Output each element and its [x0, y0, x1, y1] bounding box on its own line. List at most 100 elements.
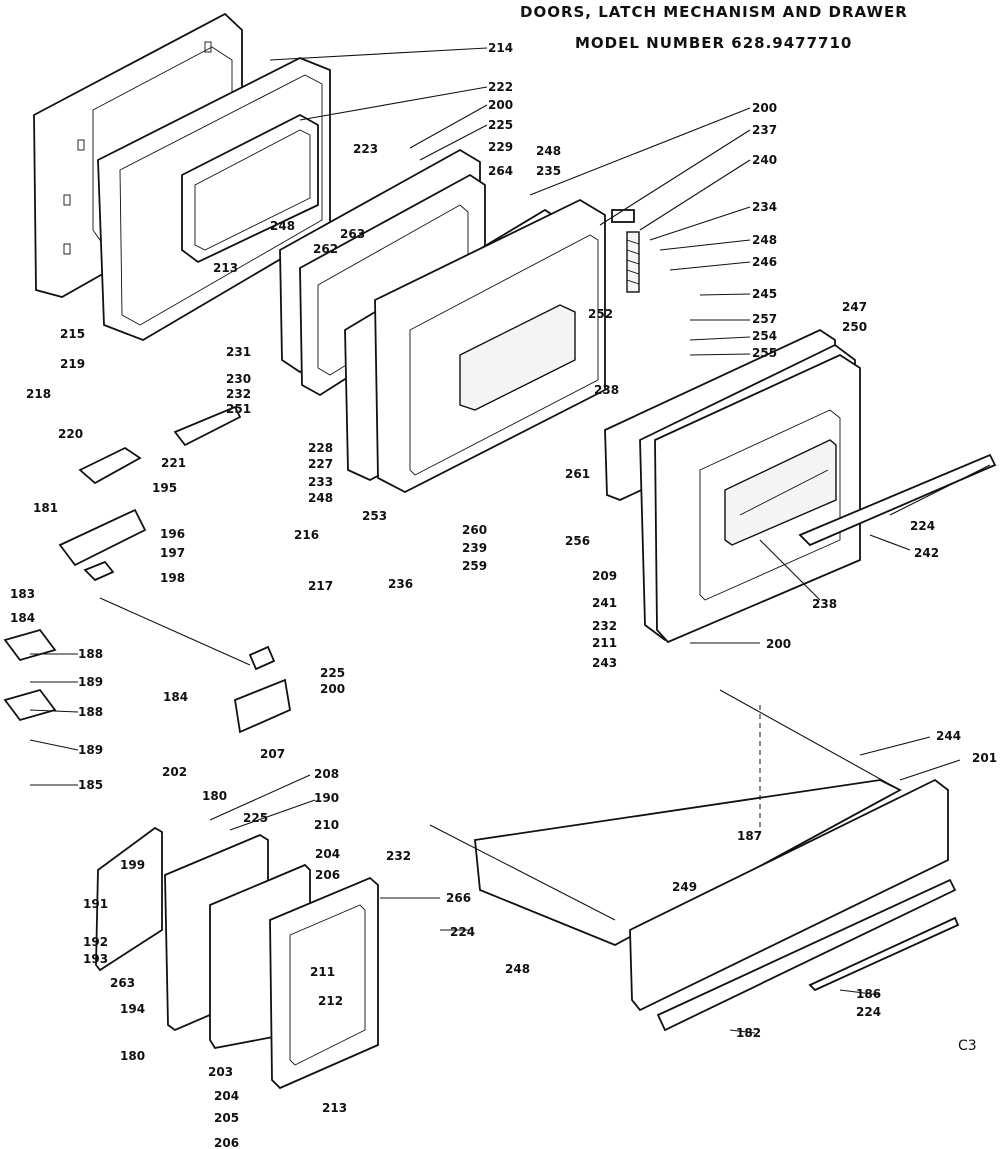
part-number-label: 227 — [308, 457, 333, 471]
part-number-label: 232 — [226, 387, 251, 401]
part-number-label: 185 — [78, 778, 103, 792]
part-number-label: 253 — [362, 509, 387, 523]
part-number-label: 251 — [226, 402, 251, 416]
part-number-label: 233 — [308, 475, 333, 489]
part-number-label: 249 — [672, 880, 697, 894]
part-number-label: 263 — [340, 227, 365, 241]
part-number-label: 217 — [308, 579, 333, 593]
part-number-label: 228 — [308, 441, 333, 455]
part-number-label: 195 — [152, 481, 177, 495]
part-number-label: 204 — [214, 1089, 239, 1103]
part-number-label: 260 — [462, 523, 487, 537]
part-number-label: 218 — [26, 387, 51, 401]
part-number-label: 213 — [213, 261, 238, 275]
part-number-label: 206 — [315, 868, 340, 882]
part-number-label: 232 — [386, 849, 411, 863]
model-number: MODEL NUMBER 628.9477710 — [575, 34, 853, 52]
part-number-label: 236 — [388, 577, 413, 591]
part-number-label: 210 — [314, 818, 339, 832]
part-number-label: 223 — [353, 142, 378, 156]
part-number-label: 201 — [972, 751, 997, 765]
part-number-label: 204 — [315, 847, 340, 861]
part-number-label: 211 — [592, 636, 617, 650]
part-number-label: 187 — [737, 829, 762, 843]
part-number-label: 183 — [10, 587, 35, 601]
part-number-label: 214 — [488, 41, 513, 55]
oven-door-assembly — [604, 328, 861, 644]
leader-lines — [29, 47, 991, 1034]
part-number-label: 211 — [310, 965, 335, 979]
part-number-label: 246 — [752, 255, 777, 269]
part-number-label: 263 — [110, 976, 135, 990]
part-number-label: 235 — [536, 164, 561, 178]
part-number-label: 234 — [752, 200, 777, 214]
door-inner-panel — [344, 198, 606, 494]
part-number-label: 216 — [294, 528, 319, 542]
part-number-label: 238 — [594, 383, 619, 397]
part-number-label: 247 — [842, 300, 867, 314]
part-number-label: 196 — [160, 527, 185, 541]
part-number-label: 225 — [320, 666, 345, 680]
part-number-label: 248 — [752, 233, 777, 247]
part-number-label: 188 — [78, 705, 103, 719]
part-number-label: 212 — [318, 994, 343, 1008]
part-number-label: 191 — [83, 897, 108, 911]
part-number-label: 219 — [60, 357, 85, 371]
part-number-label: 213 — [322, 1101, 347, 1115]
part-number-label: 238 — [812, 597, 837, 611]
part-number-label: 200 — [766, 637, 791, 651]
part-number-label: 241 — [592, 596, 617, 610]
part-number-label: 184 — [163, 690, 188, 704]
part-number-label: 255 — [752, 346, 777, 360]
part-number-label: 180 — [202, 789, 227, 803]
part-number-label: 243 — [592, 656, 617, 670]
part-number-label: 215 — [60, 327, 85, 341]
door-handle — [798, 453, 997, 547]
part-number-label: 181 — [33, 501, 58, 515]
part-number-label: 224 — [856, 1005, 881, 1019]
part-number-label: 189 — [78, 743, 103, 757]
part-number-label: 209 — [592, 569, 617, 583]
part-number-label: 186 — [856, 987, 881, 1001]
part-number-label: 248 — [536, 144, 561, 158]
part-number-label: 224 — [910, 519, 935, 533]
part-number-label: 182 — [736, 1026, 761, 1040]
part-number-label: 200 — [488, 98, 513, 112]
part-number-label: 197 — [160, 546, 185, 560]
part-number-label: 192 — [83, 935, 108, 949]
part-number-label: 248 — [270, 219, 295, 233]
part-number-label: 198 — [160, 571, 185, 585]
part-number-label: 230 — [226, 372, 251, 386]
part-number-label: 221 — [161, 456, 186, 470]
part-number-label: 225 — [488, 118, 513, 132]
part-number-label: 220 — [58, 427, 83, 441]
part-number-label: 231 — [226, 345, 251, 359]
part-number-label: 229 — [488, 140, 513, 154]
part-number-label: 256 — [565, 534, 590, 548]
part-number-label: 252 — [588, 307, 613, 321]
part-number-label: 224 — [450, 925, 475, 939]
part-number-label: 189 — [78, 675, 103, 689]
part-number-label: 232 — [592, 619, 617, 633]
part-number-label: 259 — [462, 559, 487, 573]
part-number-label: 200 — [320, 682, 345, 696]
part-number-label: 237 — [752, 123, 777, 137]
part-number-label: 203 — [208, 1065, 233, 1079]
part-number-label: 222 — [488, 80, 513, 94]
figure-code: C3 — [958, 1038, 977, 1054]
part-number-label: 194 — [120, 1002, 145, 1016]
part-number-label: 248 — [505, 962, 530, 976]
part-number-label: 180 — [120, 1049, 145, 1063]
part-number-label: 261 — [565, 467, 590, 481]
part-number-label: 225 — [243, 811, 268, 825]
part-number-label: 199 — [120, 858, 145, 872]
part-number-label: 245 — [752, 287, 777, 301]
part-number-label: 248 — [308, 491, 333, 505]
part-number-label: 266 — [446, 891, 471, 905]
part-number-label: 262 — [313, 242, 338, 256]
part-number-label: 242 — [914, 546, 939, 560]
part-number-label: 206 — [214, 1136, 239, 1149]
part-number-label: 200 — [752, 101, 777, 115]
part-number-label: 240 — [752, 153, 777, 167]
